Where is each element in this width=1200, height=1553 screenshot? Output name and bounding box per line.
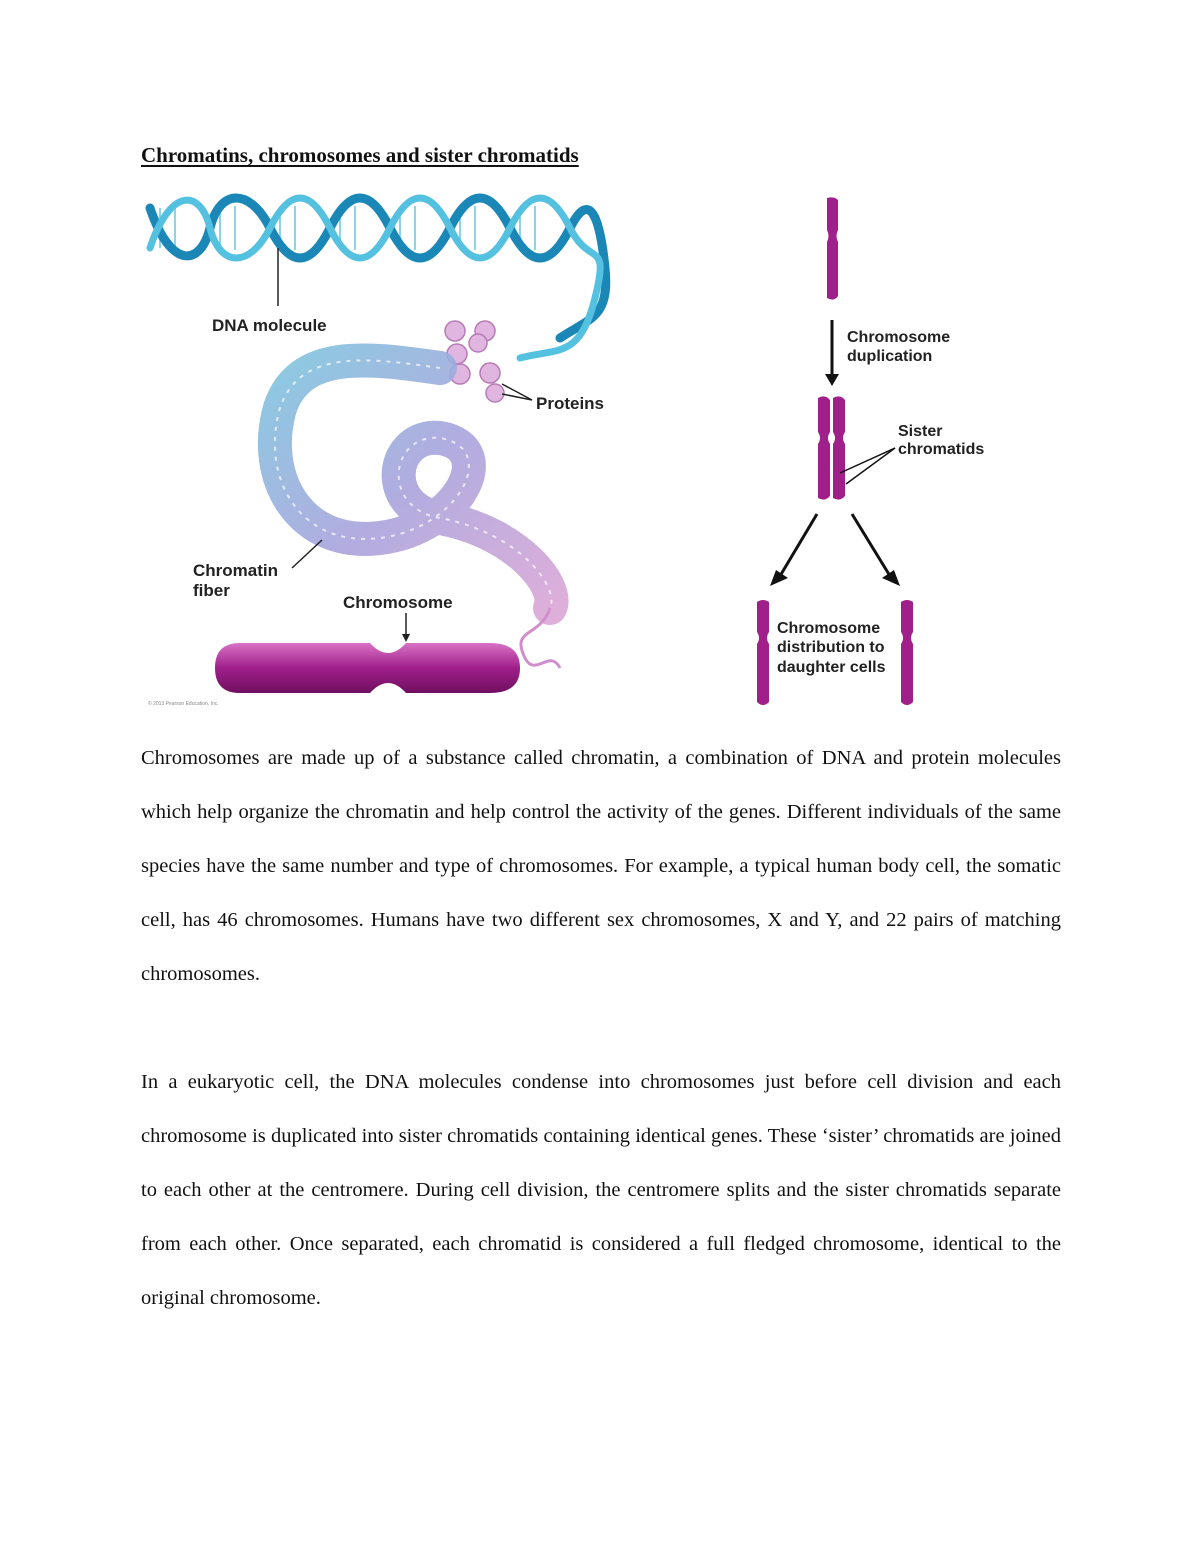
duplication-label-2: duplication [847, 348, 932, 365]
paragraph-chromosomes: Chromosomes are made up of a substance c… [141, 747, 1061, 985]
distribution-label-3: daughter cells [777, 659, 886, 676]
sister-chromatids [818, 396, 845, 500]
chromatin-fiber [257, 343, 569, 669]
distribution-label-2: distribution to [777, 639, 885, 656]
chromatin-fiber-label-2: fiber [193, 581, 230, 600]
protein-beads [444, 320, 505, 403]
dna-molecule-label: DNA molecule [212, 316, 327, 335]
duplication-arrow [825, 320, 839, 386]
chromatin-diagram: DNA molecule Proteins Chromatin fiber Ch… [145, 193, 611, 707]
distribution-arrows [778, 513, 892, 577]
copyright-note: © 2013 Pearson Education, Inc. [148, 700, 219, 707]
proteins-label: Proteins [536, 394, 604, 413]
chromosome-label: Chromosome [343, 593, 453, 612]
paragraph-eukaryotic-cell: In a eukaryotic cell, the DNA molecules … [141, 1071, 1061, 1309]
chromatin-fiber-label-1: Chromatin [193, 561, 278, 580]
duplication-label-1: Chromosome [847, 329, 950, 346]
chromosome-shape [215, 613, 520, 693]
single-chromosome [827, 197, 838, 300]
distribution-label-1: Chromosome [777, 620, 880, 637]
dna-helix [145, 193, 611, 362]
daughter-chromosomes [757, 600, 913, 705]
sister-chromatids-label-1: Sister [898, 423, 942, 440]
sister-chromatids-label-2: chromatids [898, 441, 984, 458]
page-title: Chromatins, chromosomes and sister chrom… [141, 143, 579, 167]
duplication-diagram: Chromosome duplication Sister chromatids… [757, 197, 984, 705]
